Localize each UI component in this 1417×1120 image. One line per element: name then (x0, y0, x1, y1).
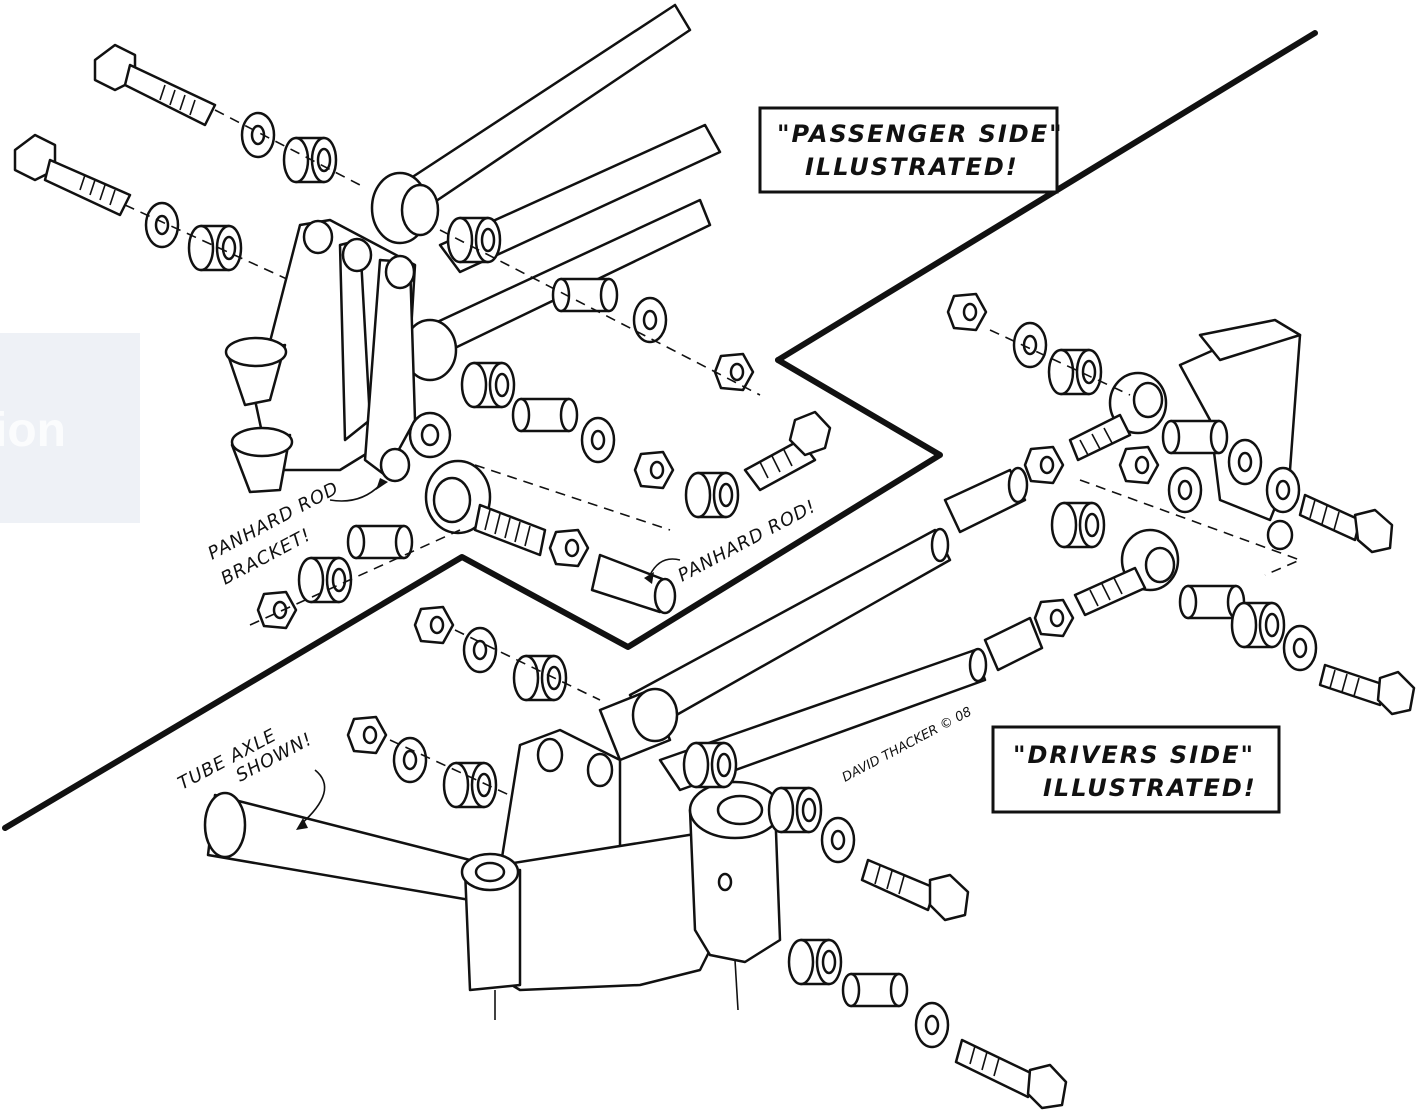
drivers-lower-hardware (983, 501, 1416, 716)
passenger-hardware (408, 216, 832, 519)
drivers-side-label-line2: ILLUSTRATED! (1043, 774, 1257, 802)
passenger-side-label-box: "PASSENGER SIDE" ILLUSTRATED! (758, 106, 1064, 194)
drivers-side-label-box: "DRIVERS SIDE" ILLUSTRATED! (991, 725, 1281, 814)
passenger-side-label-line1: "PASSENGER SIDE" (777, 120, 1064, 148)
passenger-side-label-line2: ILLUSTRATED! (805, 153, 1019, 181)
partial-watermark: ion (0, 333, 140, 523)
section-divider-upper (2, 30, 1318, 831)
spindle-hardware (682, 741, 1068, 1110)
drivers-side-label-line1: "DRIVERS SIDE" (1013, 741, 1255, 769)
drivers-upper-hardware (943, 292, 1394, 576)
upper-links (370, 3, 722, 382)
passenger-bracket (224, 218, 417, 494)
lower-links (598, 527, 988, 792)
upper-bolts (13, 43, 361, 286)
panhard-rod-end (249, 459, 677, 630)
watermark-text: ion (0, 404, 66, 457)
axle-hardware (346, 605, 601, 809)
